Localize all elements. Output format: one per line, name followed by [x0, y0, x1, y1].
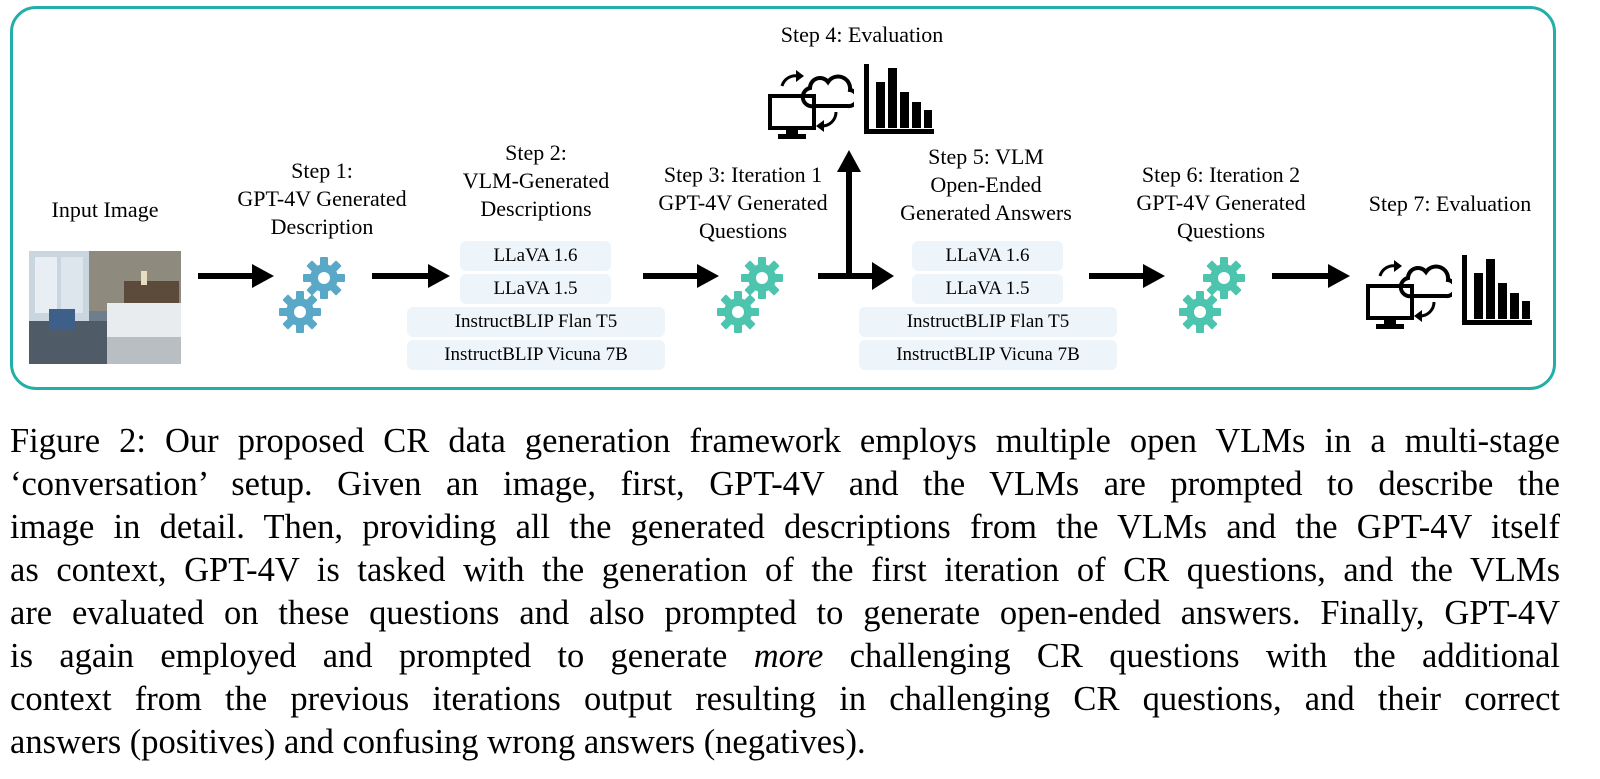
model-instructblip-vicuna-7b: InstructBLIP Vicuna 7B [859, 340, 1117, 370]
caption-text: challenging CR questions with the additi… [849, 637, 1560, 675]
caption-line: ‘conversation’ setup. Given an image, fi… [10, 465, 1560, 503]
step6-label: Step 6: Iteration 2 GPT-4V Generated Que… [1136, 162, 1306, 243]
step1-label: Step 1: GPT-4V Generated Description [237, 158, 407, 239]
model-instructblip-vicuna-7b: InstructBLIP Vicuna 7B [407, 340, 665, 370]
model-llava-16: LLaVA 1.6 [912, 241, 1063, 271]
model-llava-15: LLaVA 1.5 [460, 274, 611, 304]
caption-line: as context, GPT-4V is tasked with the ge… [10, 551, 1560, 589]
caption-emphasis: more [753, 637, 824, 675]
caption-line: context from the previous iterations out… [10, 680, 1560, 718]
computer-cloud-sync-icon [1366, 260, 1452, 329]
model-llava-16: LLaVA 1.6 [460, 241, 611, 271]
arrow-right-icon [372, 264, 450, 288]
arrow-right-icon [643, 264, 719, 288]
gear-icon [279, 257, 345, 333]
figure-caption: Figure 2: Our proposed CR data generatio… [10, 420, 1560, 764]
arrow-right-icon [1089, 264, 1165, 288]
bar-chart-icon [1462, 255, 1532, 325]
caption-text: is again employed and prompted to genera… [10, 637, 728, 675]
gear-icon [1179, 257, 1245, 333]
arrow-right-icon [1272, 264, 1350, 288]
model-instructblip-flan-t5: InstructBLIP Flan T5 [859, 307, 1117, 337]
step7-label: Step 7: Evaluation [1368, 191, 1532, 216]
model-instructblip-flan-t5: InstructBLIP Flan T5 [407, 307, 665, 337]
bar-chart-icon [864, 64, 934, 134]
diagram-frame [10, 6, 1556, 390]
caption-line: Figure 2: Our proposed CR data generatio… [10, 422, 1560, 460]
step2-label: Step 2: VLM-Generated Descriptions [462, 140, 610, 221]
input-image-label: Input Image [51, 197, 159, 222]
computer-cloud-sync-icon [768, 70, 854, 139]
arrow-right-icon [198, 264, 274, 288]
caption-line: answers (positives) and confusing wrong … [10, 723, 866, 761]
step3-label: Step 3: Iteration 1 GPT-4V Generated Que… [658, 162, 828, 243]
gear-icon [717, 257, 783, 333]
caption-line: image in detail. Then, providing all the… [10, 508, 1560, 546]
input-image [29, 251, 181, 364]
step4-label: Step 4: Evaluation [780, 22, 944, 47]
model-llava-15: LLaVA 1.5 [912, 274, 1063, 304]
caption-line: is again employed and prompted to genera… [10, 635, 1560, 678]
arrow-up-icon [818, 150, 894, 290]
caption-line: are evaluated on these questions and als… [10, 594, 1560, 632]
step5-label: Step 5: VLM Open-Ended Generated Answers [900, 144, 1072, 225]
